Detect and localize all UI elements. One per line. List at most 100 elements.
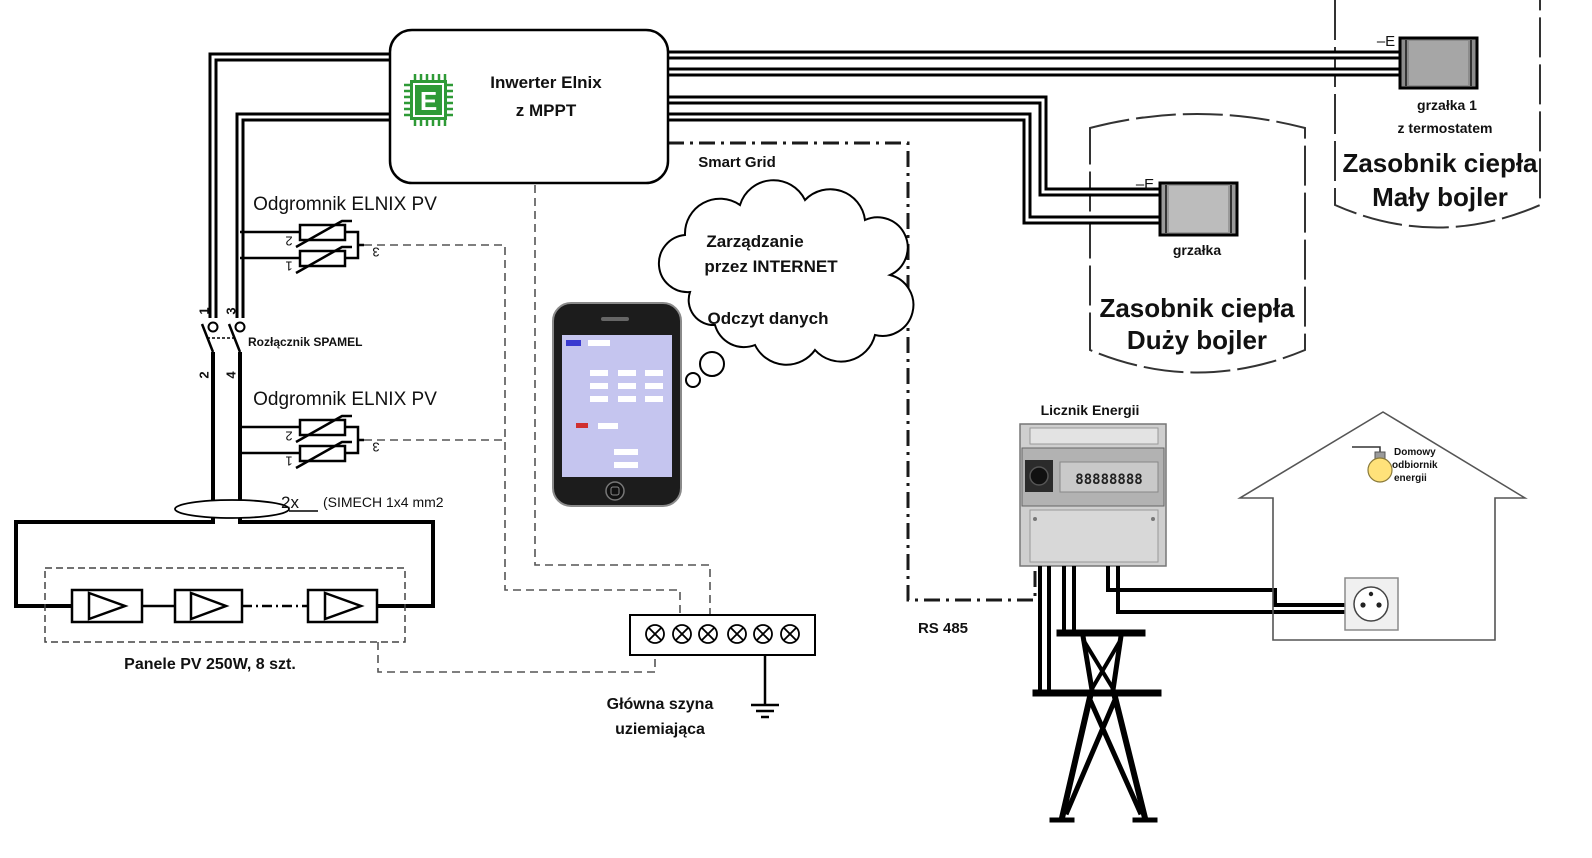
phone-home-button-mark xyxy=(610,486,620,496)
cable-bundle: 2x (SIMECH 1x4 mm2 xyxy=(174,493,444,519)
smartphone xyxy=(552,302,682,507)
app-header-icon xyxy=(566,340,581,346)
phone-earpiece xyxy=(601,317,629,321)
large-boiler-title-line2: Duży bojler xyxy=(1127,325,1267,355)
pv-panel xyxy=(173,588,244,624)
app-field xyxy=(645,383,663,389)
meter-screw xyxy=(1033,517,1037,521)
cable-bundle-tie xyxy=(174,499,290,519)
meter-display-value: 88888888 xyxy=(1075,472,1142,488)
logo-chip-frame xyxy=(413,83,444,117)
pv-array: Panele PV 250W, 8 szt. xyxy=(44,567,406,673)
earth-line-inverter xyxy=(534,185,711,616)
meter-screw xyxy=(1151,517,1155,521)
app-field xyxy=(618,396,636,402)
heater-cables xyxy=(666,50,1402,225)
large-boiler-outline xyxy=(1089,113,1306,374)
surge-protector-2-varistor-marks xyxy=(295,414,352,470)
pv-panel xyxy=(306,588,379,624)
rs485-label: RS 485 xyxy=(918,620,968,637)
ground-bus: Główna szyna uziemiająca xyxy=(607,614,816,738)
internet-cloud: Zarządzanie przez INTERNET Odczyt danych xyxy=(657,179,915,388)
pylon-lower-leg xyxy=(1111,693,1149,822)
meter-port-lens xyxy=(1029,466,1049,486)
app-field xyxy=(618,383,636,389)
disconnector-label: Rozłącznik SPAMEL xyxy=(248,335,362,349)
surge-protector-1-label: Odgromnik ELNIX PV xyxy=(253,194,437,215)
surge-protector-1-pin-2: 2 xyxy=(285,234,292,249)
pv-panel-body xyxy=(306,588,379,624)
dc-cable-b-inner xyxy=(238,115,392,318)
terminal-crosses xyxy=(648,627,797,641)
consumer-label-line2: odbiornik xyxy=(1392,460,1438,471)
energy-meter-label: Licznik Energii xyxy=(1041,402,1140,418)
large-heater-cable-2-inner xyxy=(666,115,1162,222)
wall-socket-icon xyxy=(1353,586,1389,622)
pv-array-label: Panele PV 250W, 8 szt. xyxy=(124,656,296,673)
pv-wire-right xyxy=(238,352,435,608)
cloud-line3: Odczyt danych xyxy=(708,309,829,328)
app-field xyxy=(614,462,638,468)
cloud-shape xyxy=(657,179,915,366)
pv-panel-symbol xyxy=(323,591,365,621)
surge-protector-2-pin-3: 3 xyxy=(372,440,379,455)
smart-grid-label: Smart Grid xyxy=(698,154,776,171)
cable-count: 2x xyxy=(281,493,299,512)
app-field xyxy=(590,370,608,376)
meter-top-cover xyxy=(1029,427,1159,445)
small-heater-label: grzałka 1 xyxy=(1417,97,1477,113)
app-header-field xyxy=(588,340,610,346)
small-boiler-title-line1: Zasobnik ciepła xyxy=(1342,148,1538,178)
pylon-upper-brace xyxy=(1090,638,1123,690)
pv-panel-symbol xyxy=(189,591,230,621)
earth-symbol-icon xyxy=(751,703,779,719)
surge-protector-2-label: Odgromnik ELNIX PV xyxy=(253,389,437,410)
elnix-logo: E xyxy=(404,74,453,126)
inverter-title-line2: z MPPT xyxy=(516,101,577,120)
pylon-lower-brace xyxy=(1063,698,1118,816)
small-boiler: –E grzałka 1 z termostatem Zasobnik ciep… xyxy=(1342,33,1538,212)
inverter-title-line1: Inwerter Elnix xyxy=(490,73,602,92)
pv-string-wires xyxy=(14,352,435,608)
large-boiler-title-line1: Zasobnik ciepła xyxy=(1099,293,1295,323)
pv-panel-symbol xyxy=(87,591,129,621)
surge-protector-1-pin-3: 3 xyxy=(372,245,379,260)
meter-display xyxy=(1059,461,1159,493)
inverter-dc-cables xyxy=(208,52,392,318)
app-field xyxy=(618,370,636,376)
app-field xyxy=(645,370,663,376)
pv-panel xyxy=(70,588,144,624)
ground-bus-terminals xyxy=(645,624,800,644)
dc-cable-a-inner xyxy=(211,55,392,318)
surge-protector-1: Odgromnik ELNIX PV 2 1 3 xyxy=(240,194,437,275)
inverter: E Inwerter Elnix z MPPT xyxy=(388,28,670,185)
energy-meter: Licznik Energii 88888888 xyxy=(1019,402,1167,567)
large-heater-ribs xyxy=(1165,185,1232,233)
disconnector-contact-1 xyxy=(207,321,219,333)
pv-array-frame xyxy=(44,567,406,643)
earth-line-surge-protectors xyxy=(364,244,681,616)
logo-letter: E xyxy=(420,86,437,116)
large-heater-label: grzałka xyxy=(1173,242,1221,258)
small-boiler-title-line2: Mały bojler xyxy=(1372,182,1508,212)
consumer-label-line1: Domowy xyxy=(1394,447,1436,458)
inverter-box xyxy=(388,28,670,185)
app-field xyxy=(590,396,608,402)
socket-earth-pin xyxy=(1368,591,1374,597)
cloud-line1: Zarządzanie xyxy=(706,232,803,251)
pylon-lower-brace xyxy=(1087,698,1144,816)
pv-panel-body xyxy=(70,588,144,624)
app-field xyxy=(590,383,608,389)
meter-wiring xyxy=(1038,566,1347,693)
surge-protector-2-wires xyxy=(240,425,364,455)
consumer-label-line3: energii xyxy=(1394,473,1427,484)
disconnector-contact-3 xyxy=(234,321,246,333)
logo-pins xyxy=(404,74,453,126)
app-alert-mark xyxy=(576,423,588,428)
small-heater-ribs xyxy=(1405,40,1472,86)
phone-home-button xyxy=(605,481,625,501)
pylon-lower-leg xyxy=(1058,693,1094,822)
app-field xyxy=(598,423,618,429)
rs485-link xyxy=(668,141,1037,602)
